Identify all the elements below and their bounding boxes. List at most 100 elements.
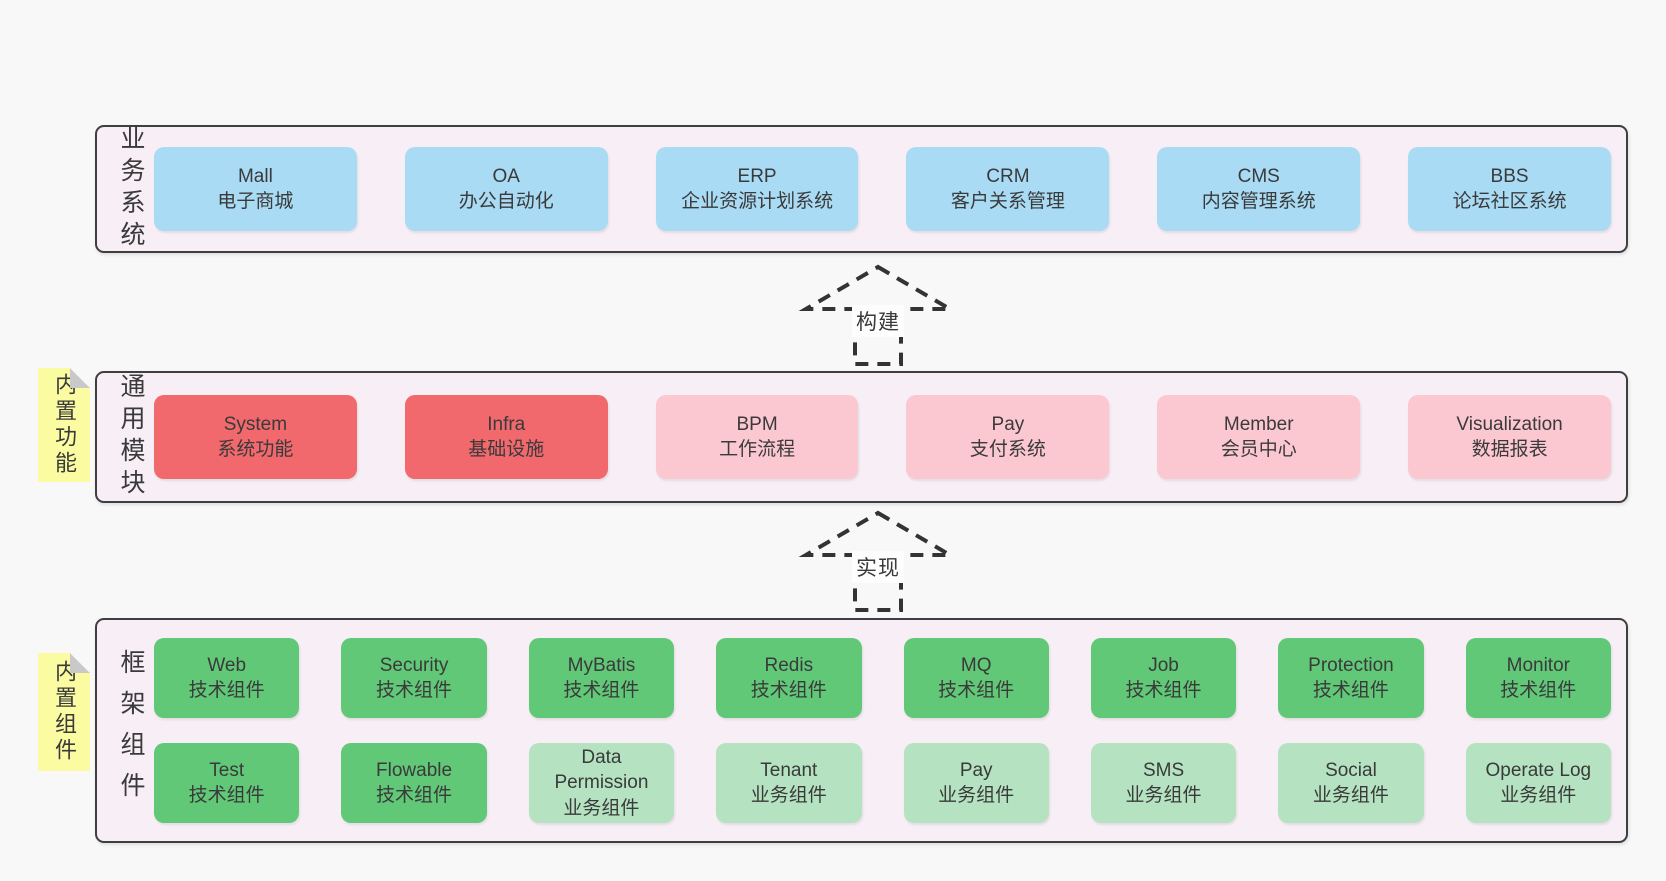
band-common-modules: 通用模块 System 系统功能 Infra 基础设施 BPM 工作流程 Pay… <box>95 371 1628 503</box>
arrow-build-label: 构建 <box>852 305 904 337</box>
dashed-up-arrow-implement: 实现 <box>798 510 958 614</box>
box-subtitle: 技术组件 <box>376 785 453 806</box>
box-sms: SMS 业务组件 <box>1090 743 1237 823</box>
box-system: System 系统功能 <box>154 395 357 479</box>
box-title: Job <box>1148 654 1179 676</box>
box-crm: CRM 客户关系管理 <box>906 147 1110 231</box>
box-title: Operate Log <box>1485 759 1592 781</box>
box-title: BPM <box>736 413 778 435</box>
box-subtitle: 系统功能 <box>217 439 294 460</box>
box-mall: Mall 电子商城 <box>154 147 357 231</box>
box-title: Security <box>379 654 449 676</box>
box-title: MyBatis <box>567 654 636 676</box>
box-redis: Redis 技术组件 <box>716 638 862 718</box>
sticky-note-builtin-functions: 内置功能 <box>38 368 90 482</box>
box-visualization: Visualization 数据报表 <box>1408 395 1611 479</box>
band-components-label: 框架组件 <box>109 620 153 841</box>
box-title: ERP <box>737 165 777 187</box>
up-arrow-icon <box>798 510 958 612</box>
box-title: Protection <box>1308 654 1394 676</box>
box-member: Member 会员中心 <box>1157 395 1361 479</box>
box-subtitle: 内容管理系统 <box>1201 191 1316 212</box>
box-bbs: BBS 论坛社区系统 <box>1408 147 1611 231</box>
box-title: System <box>223 413 288 435</box>
box-title: BBS <box>1490 165 1529 187</box>
box-subtitle: 技术组件 <box>188 785 265 806</box>
sticky-text: 内置组件 <box>52 660 77 764</box>
box-subtitle: 技术组件 <box>563 680 640 701</box>
up-arrow-icon <box>798 264 958 366</box>
sticky-text: 内置功能 <box>52 373 77 477</box>
box-subtitle: 数据报表 <box>1471 439 1548 460</box>
box-erp: ERP 企业资源计划系统 <box>655 147 859 231</box>
box-subtitle: 技术组件 <box>188 680 265 701</box>
box-protection: Protection 技术组件 <box>1278 638 1424 718</box>
sticky-note-builtin-components: 内置组件 <box>38 653 90 771</box>
box-subtitle: 技术组件 <box>750 680 827 701</box>
box-title: Data Permission <box>554 747 649 794</box>
box-cms: CMS 内容管理系统 <box>1157 147 1361 231</box>
box-title: Test <box>209 759 245 781</box>
box-title: Infra <box>487 413 526 435</box>
box-title: Social <box>1325 759 1377 781</box>
box-subtitle: 技术组件 <box>1500 680 1577 701</box>
box-subtitle: 基础设施 <box>468 439 545 460</box>
arrow-implement-label: 实现 <box>852 551 904 583</box>
box-social: Social 业务组件 <box>1278 743 1424 823</box>
band-framework-components: 框架组件 Web 技术组件 Security 技术组件 MyBatis 技术组件… <box>95 618 1628 843</box>
box-flowable: Flowable 技术组件 <box>341 743 487 823</box>
box-mq: MQ 技术组件 <box>903 638 1049 718</box>
box-bpm: BPM 工作流程 <box>655 395 859 479</box>
folded-corner-icon <box>70 653 90 673</box>
box-tenant: Tenant 业务组件 <box>716 743 862 823</box>
box-infra: Infra 基础设施 <box>404 395 608 479</box>
box-subtitle: 业务组件 <box>1500 785 1577 806</box>
dashed-up-arrow-build: 构建 <box>798 264 958 368</box>
box-oa: OA 办公自动化 <box>404 147 608 231</box>
box-subtitle: 业务组件 <box>1125 785 1202 806</box>
box-title: SMS <box>1142 759 1185 781</box>
box-web: Web 技术组件 <box>154 638 300 718</box>
box-subtitle: 企业资源计划系统 <box>681 191 834 212</box>
box-job: Job 技术组件 <box>1090 638 1237 718</box>
business-boxes: Mall 电子商城 OA 办公自动化 ERP 企业资源计划系统 CRM 客户关系… <box>154 127 1611 251</box>
box-subtitle: 会员中心 <box>1220 439 1297 460</box>
box-subtitle: 支付系统 <box>969 439 1046 460</box>
box-data-permission: Data Permission 业务组件 <box>528 743 675 823</box>
box-title: CMS <box>1237 165 1280 187</box>
folded-corner-icon <box>70 368 90 388</box>
box-subtitle: 工作流程 <box>719 439 796 460</box>
box-title: Web <box>207 654 247 676</box>
box-title: OA <box>492 165 520 187</box>
box-pay-component: Pay 业务组件 <box>903 743 1049 823</box>
box-title: Pay <box>991 413 1025 435</box>
box-subtitle: 业务组件 <box>750 785 827 806</box>
box-title: Redis <box>764 654 814 676</box>
box-title: MQ <box>960 654 992 676</box>
band-business-label: 业务系统 <box>109 125 153 253</box>
box-test: Test 技术组件 <box>154 743 300 823</box>
box-security: Security 技术组件 <box>341 638 487 718</box>
box-subtitle: 技术组件 <box>1312 680 1389 701</box>
box-subtitle: 办公自动化 <box>458 191 554 212</box>
box-operate-log: Operate Log 业务组件 <box>1465 743 1611 823</box>
box-monitor: Monitor 技术组件 <box>1465 638 1611 718</box>
band-label-text: 框架组件 <box>117 648 145 813</box>
box-title: Member <box>1223 413 1294 435</box>
band-business-systems: 业务系统 Mall 电子商城 OA 办公自动化 ERP 企业资源计划系统 CRM… <box>95 125 1628 253</box>
box-subtitle: 业务组件 <box>563 797 640 819</box>
box-subtitle: 论坛社区系统 <box>1452 191 1567 212</box>
box-subtitle: 技术组件 <box>376 680 453 701</box>
box-title: Visualization <box>1456 413 1563 435</box>
module-boxes: System 系统功能 Infra 基础设施 BPM 工作流程 Pay 支付系统… <box>154 373 1611 501</box>
component-boxes: Web 技术组件 Security 技术组件 MyBatis 技术组件 Redi… <box>154 638 1611 825</box>
box-title: Pay <box>959 759 993 781</box>
box-title: Tenant <box>760 759 818 781</box>
band-modules-label: 通用模块 <box>109 373 153 501</box>
box-subtitle: 业务组件 <box>938 785 1015 806</box>
box-subtitle: 客户关系管理 <box>950 191 1065 212</box>
box-subtitle: 电子商城 <box>217 191 294 212</box>
box-title: CRM <box>986 165 1030 187</box>
box-title: Monitor <box>1506 654 1570 676</box>
